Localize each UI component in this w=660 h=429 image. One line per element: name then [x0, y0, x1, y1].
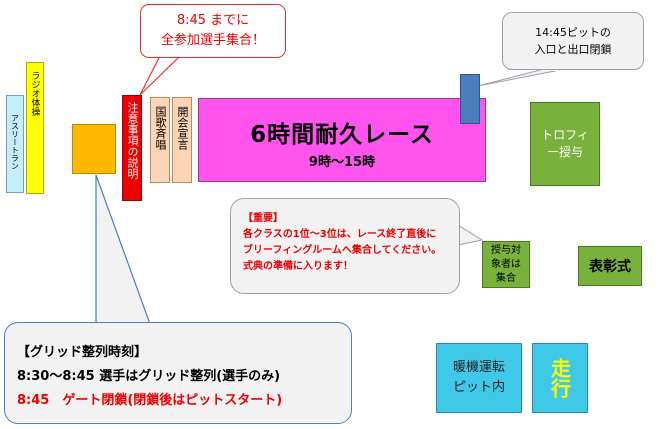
radio-exercise-label: ラジオ体操	[29, 71, 40, 116]
award-target-block: 授与対象者は集合	[482, 241, 530, 288]
grid-callout-line2: 8:45 ゲート閉鎖(閉鎖後はピットスタート)	[17, 393, 283, 408]
race-time: 9時〜15時	[308, 154, 376, 170]
race-title: 6時間耐久レース	[250, 121, 434, 148]
trophy-block: トロフィー授与	[530, 102, 600, 186]
pit-close-callout-line1: 14:45ピットの	[535, 26, 611, 39]
assembly-callout-line2: 全参加選手集合！	[160, 33, 265, 48]
important-callout: 【重要】 各クラスの1位〜3位は、レース終了直後に ブリーフィングルームへ集合し…	[230, 198, 460, 294]
opening-label: 開会宣言	[176, 106, 189, 150]
cautions-label: 注意事項の説明	[126, 102, 139, 179]
athlete-run-block: アスリートラン	[6, 95, 24, 193]
athlete-run-label: アスリートラン	[10, 114, 20, 170]
important-callout-line1: 各クラスの1位〜3位は、レース終了直後に	[243, 229, 437, 240]
ceremony-label: 表彰式	[589, 259, 631, 275]
anthem-block: 国歌斉唱	[150, 97, 170, 183]
assembly-callout-line1: 8:45 までに	[176, 13, 250, 28]
warmup-block: 暖機運転ピット内	[436, 343, 522, 413]
grid-callout: 【グリッド整列時刻】 8:30〜8:45 選手はグリッド整列(選手のみ) 8:4…	[4, 322, 352, 424]
opening-block: 開会宣言	[172, 97, 192, 183]
grid-callout-line1: 8:30〜8:45 選手はグリッド整列(選手のみ)	[17, 369, 281, 384]
assembly-callout-tail	[139, 55, 182, 96]
pit-close-callout: 14:45ピットの 入口と出口閉鎖	[502, 12, 644, 70]
important-callout-tail	[457, 224, 484, 246]
trophy-label: トロフィー授与	[541, 128, 589, 159]
run-label: 走行	[547, 358, 572, 398]
grid-marker	[72, 124, 116, 174]
radio-exercise-block: ラジオ体操	[26, 62, 44, 194]
important-callout-line3: 式典の準備に入ります！	[243, 261, 353, 272]
grid-callout-title: 【グリッド整列時刻】	[17, 345, 148, 360]
assembly-callout: 8:45 までに 全参加選手集合！	[140, 4, 286, 58]
run-block: 走行	[532, 343, 588, 413]
important-callout-title: 【重要】	[243, 213, 283, 224]
anthem-label: 国歌斉唱	[154, 106, 167, 150]
pit-callout-tail	[477, 69, 561, 87]
race-block: 6時間耐久レース 9時〜15時	[198, 98, 486, 182]
pit-close-callout-line2: 入口と出口閉鎖	[534, 43, 612, 56]
pit-close-marker	[460, 74, 480, 124]
ceremony-block: 表彰式	[578, 246, 642, 286]
important-callout-line2: ブリーフィングルームへ集合してください。	[243, 245, 442, 256]
cautions-block: 注意事項の説明	[122, 95, 142, 201]
award-target-label: 授与対象者は集合	[491, 244, 521, 284]
warmup-label: 暖機運転ピット内	[453, 360, 506, 395]
